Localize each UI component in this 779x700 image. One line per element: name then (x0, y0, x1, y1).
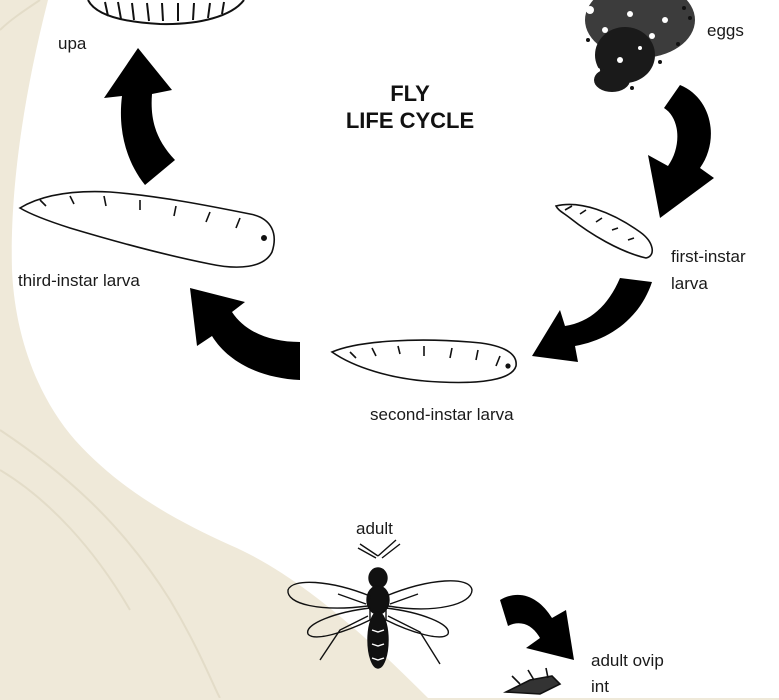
label-first-instar-line1: first-instar (671, 244, 746, 270)
label-first-instar-line2: larva (671, 271, 708, 297)
label-pupa: upa (58, 31, 86, 57)
label-adult-oviposit: adult ovip (591, 648, 664, 674)
label-eggs: eggs (707, 18, 744, 44)
label-adult: adult (356, 516, 393, 542)
diagram-title: FLY LIFE CYCLE (310, 80, 510, 134)
label-third-instar: third-instar larva (18, 268, 140, 294)
title-line-1: FLY (310, 80, 510, 107)
label-adult-oviposit-line2: int (591, 674, 609, 700)
label-second-instar: second-instar larva (370, 402, 514, 428)
title-line-2: LIFE CYCLE (310, 107, 510, 134)
